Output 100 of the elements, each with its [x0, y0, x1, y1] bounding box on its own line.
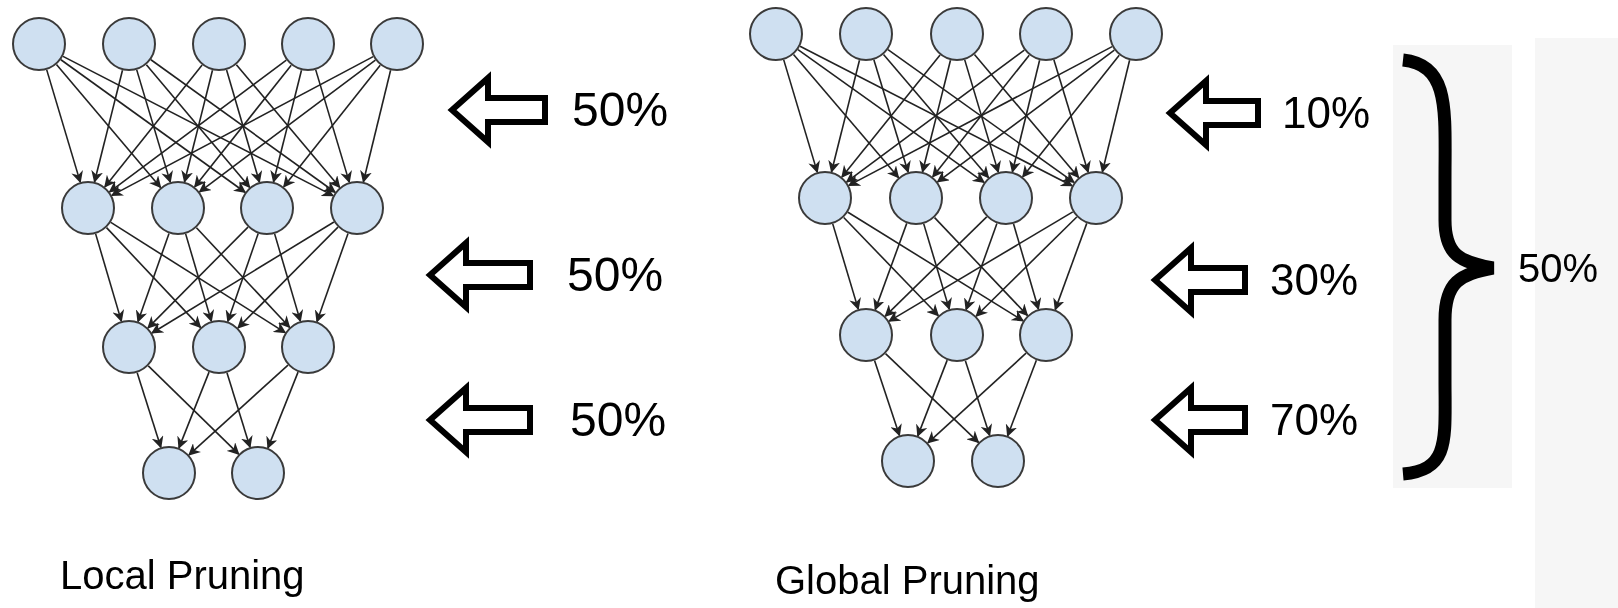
percentage-label: 30% [1270, 258, 1359, 302]
arrow [136, 371, 164, 449]
percentage-label: 70% [1270, 398, 1359, 442]
arrow [933, 216, 1029, 317]
arrow [135, 69, 173, 184]
arrow [1012, 223, 1042, 311]
neuron-circle [839, 7, 893, 61]
neuron-circle [192, 17, 246, 71]
percentage-label: 50% [572, 86, 669, 134]
arrow [792, 53, 900, 179]
neuron-circle [102, 17, 156, 71]
percentage-label: 50% [567, 251, 664, 299]
arrow [105, 226, 202, 329]
arrow [828, 59, 861, 173]
arrow [188, 364, 289, 456]
arrow [782, 59, 820, 174]
arrow [360, 69, 392, 183]
arrow [55, 63, 162, 189]
arrow [1021, 54, 1121, 178]
neuron-circle [61, 181, 115, 235]
arrow [922, 223, 952, 311]
arrow [884, 352, 980, 444]
arrow [62, 55, 335, 197]
percentage-label: 50% [1518, 248, 1599, 288]
arrow [964, 222, 998, 311]
arrow [225, 69, 263, 184]
neuron-circle [1019, 7, 1073, 61]
arrow [916, 359, 948, 437]
arrow [110, 55, 374, 197]
arrow [927, 352, 1027, 444]
arrow [314, 232, 349, 323]
arrow [1053, 59, 1091, 174]
neuron-circle [192, 320, 246, 374]
arrow [225, 232, 259, 323]
arrow [181, 69, 214, 183]
neuron-circle [102, 320, 156, 374]
neuron-circle [930, 308, 984, 362]
neuron-circle [889, 171, 943, 225]
arrow [195, 226, 291, 329]
neuron-circle [281, 17, 335, 71]
arrow [841, 54, 941, 178]
arrow [963, 59, 1001, 174]
arrow [964, 359, 992, 437]
neuron-circle [330, 181, 384, 235]
percentage-label: 10% [1282, 91, 1371, 135]
arrow [270, 69, 303, 183]
arrow [108, 59, 288, 193]
arrow [266, 371, 299, 449]
neuron-circle [798, 171, 852, 225]
arrow [873, 59, 911, 174]
arrow [1005, 359, 1038, 437]
arrow [147, 226, 249, 329]
arrow [135, 232, 170, 323]
neuron-circle [749, 7, 803, 61]
neuron-circle [1069, 171, 1123, 225]
arrow [1009, 59, 1041, 173]
neuron-circle [281, 320, 335, 374]
arrow [314, 69, 352, 184]
arrow [45, 69, 83, 184]
arrow [831, 223, 861, 311]
arrow [931, 54, 1031, 178]
arrow [882, 53, 990, 179]
arrow [147, 365, 240, 455]
arrow [1099, 59, 1131, 173]
arrow [873, 359, 902, 437]
arrow [888, 211, 1074, 322]
arrow [237, 226, 339, 329]
arrow [235, 63, 341, 189]
arrow [150, 58, 337, 194]
arrow [184, 233, 215, 323]
neuron-circle [231, 446, 285, 500]
arrow [973, 53, 1080, 179]
neuron-circle [370, 17, 424, 71]
arrow [198, 59, 377, 193]
arrow [847, 45, 1113, 187]
arrow [887, 48, 1075, 184]
arrow [282, 64, 382, 188]
neuron-circle [12, 17, 66, 71]
arrow [145, 63, 251, 189]
neuron-circle [839, 308, 893, 362]
arrow [797, 48, 985, 184]
arrow [151, 221, 335, 334]
neuron-circle [142, 446, 196, 500]
arrow [193, 64, 293, 188]
arrow [94, 233, 125, 323]
neuron-circle [971, 434, 1025, 488]
arrow [104, 64, 203, 188]
arrow [975, 216, 1078, 317]
arrow [936, 49, 1116, 183]
arrow [273, 233, 304, 323]
arrow [842, 216, 940, 317]
arrow [845, 49, 1026, 183]
arrow [177, 371, 210, 449]
neuron-circle [979, 171, 1033, 225]
neuron-circle [240, 181, 294, 235]
arrow [91, 69, 124, 183]
caption-label: Local Pruning [60, 555, 305, 595]
percentage-label: 50% [570, 396, 667, 444]
arrow [873, 222, 908, 311]
arrow [919, 59, 952, 173]
